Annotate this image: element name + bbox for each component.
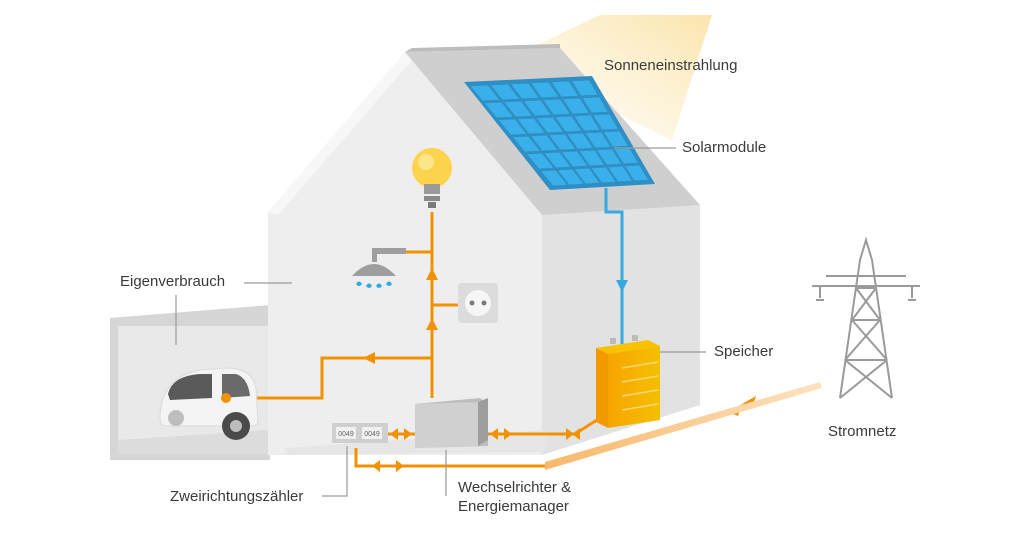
solar-cell: [563, 98, 589, 114]
solar-cell: [608, 166, 632, 182]
electric-car-icon: [159, 367, 259, 440]
solar-cell: [562, 151, 588, 167]
solar-cell: [513, 136, 540, 152]
solar-cell: [551, 81, 578, 97]
solar-cell: [567, 133, 593, 149]
meter-display-left: 0049: [338, 431, 354, 438]
solar-cell: [604, 131, 628, 147]
solar-cell: [625, 165, 648, 181]
label-storage: Speicher: [714, 343, 774, 360]
battery-storage-icon: [596, 335, 660, 428]
solar-cell: [531, 135, 558, 151]
solar-cell: [555, 116, 582, 132]
leader-lines: [175, 147, 706, 497]
label-sun-irradiation: Sonneneinstrahlung: [604, 57, 738, 74]
solar-cell: [517, 118, 545, 134]
inverter-box: [415, 398, 488, 448]
solar-cell: [541, 170, 567, 186]
shower-icon: [352, 248, 406, 288]
solar-cell: [511, 83, 539, 99]
label-self-consumption: Eigenverbrauch: [120, 273, 226, 290]
solar-cell: [579, 150, 605, 166]
light-bulb-icon: [412, 148, 452, 208]
bidirectional-meter: 0049 0049: [332, 423, 388, 443]
label-inverter-line1: Wechselrichter &: [458, 479, 572, 496]
solar-panel: [464, 76, 655, 190]
solar-line-arrow: [616, 280, 628, 292]
solar-cell: [549, 134, 575, 150]
grid-connection: [545, 382, 822, 470]
solar-cell: [498, 119, 527, 135]
power-socket-icon: [458, 283, 498, 323]
solar-cell: [614, 148, 638, 164]
solar-cell: [484, 102, 513, 118]
solar-cell: [593, 114, 618, 130]
power-pylon-icon: [812, 236, 920, 399]
solar-cell: [591, 167, 616, 183]
solar-cell: [527, 153, 554, 169]
solar-cell: [543, 99, 570, 115]
label-grid: Stromnetz: [828, 423, 897, 440]
label-bidirectional-meter: Zweirichtungszähler: [170, 488, 304, 505]
solar-cell: [531, 82, 559, 98]
label-inverter-line2: Energiemanager: [458, 498, 569, 515]
meter-display-right: 0049: [364, 431, 380, 438]
solar-cell: [585, 132, 611, 148]
solar-cell: [544, 152, 571, 168]
solar-cell: [504, 101, 532, 117]
solar-cell: [524, 100, 551, 116]
solar-cell: [574, 115, 600, 131]
solar-cell: [558, 169, 584, 185]
solar-cell: [572, 80, 598, 96]
solar-cell: [491, 84, 519, 100]
solar-cell: [597, 149, 621, 165]
label-solar-modules: Solarmodule: [682, 139, 767, 156]
label-inverter: Wechselrichter & Energiemanager: [458, 478, 638, 516]
solar-line: [604, 188, 624, 345]
solar-cell: [470, 85, 500, 101]
solar-cell: [574, 168, 600, 184]
solar-cell: [582, 97, 608, 113]
solar-cell: [536, 117, 563, 133]
